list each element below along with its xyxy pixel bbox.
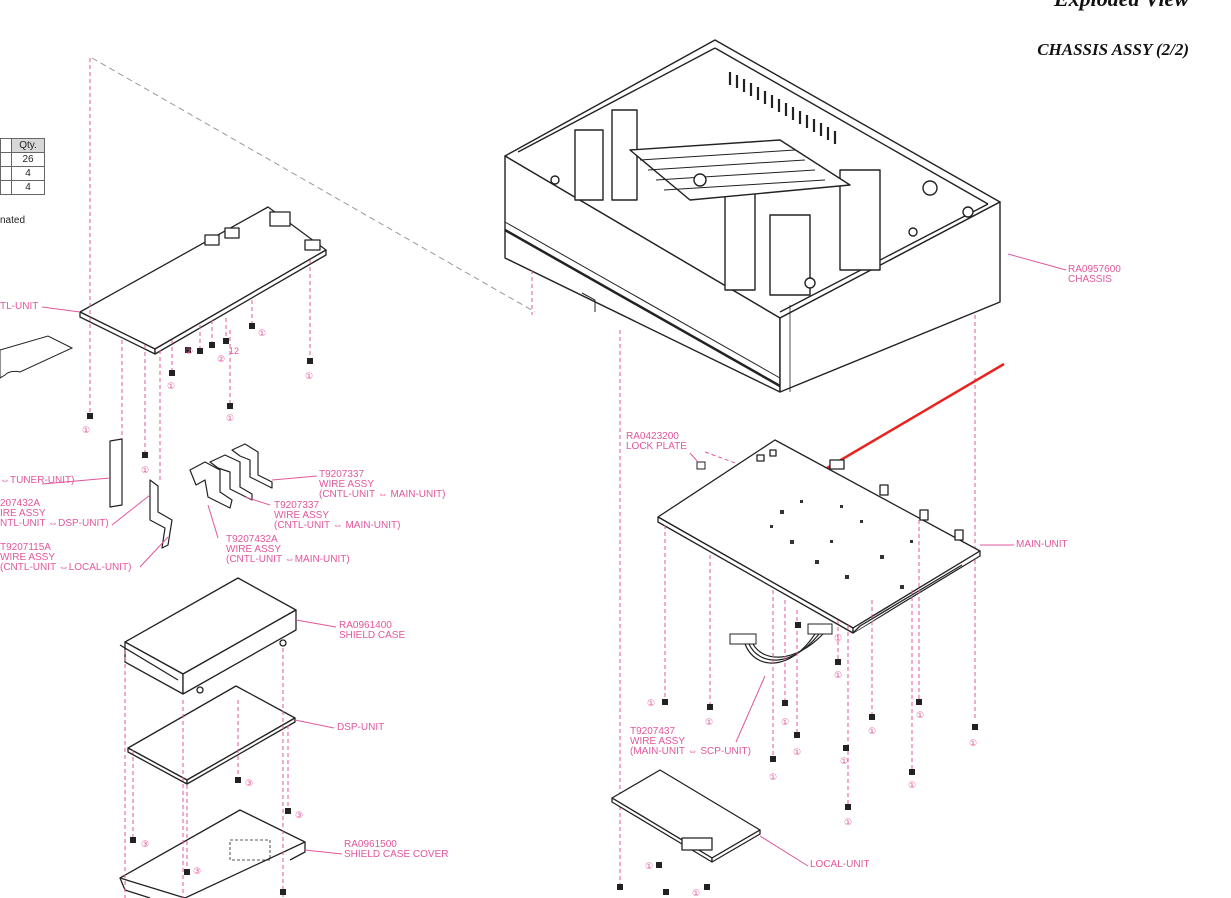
dsp-unit-label: DSP-UNIT bbox=[337, 722, 385, 733]
local-unit-label: LOCAL-UNIT bbox=[810, 859, 870, 870]
page-title: Exploded View bbox=[1054, 0, 1189, 12]
screw-ref: 12 bbox=[229, 346, 240, 356]
screw-ref: ③ bbox=[245, 778, 254, 788]
dsp-unit-part bbox=[127, 685, 296, 785]
lock-plate-label: RA0423200 LOCK PLATE bbox=[626, 431, 687, 452]
screw-ref: ① bbox=[705, 717, 714, 727]
screw-ref: ③ bbox=[295, 810, 304, 820]
screw-ref: ① bbox=[793, 747, 802, 757]
screw-ref: ① bbox=[840, 756, 849, 766]
screw-ref: ③ bbox=[193, 866, 202, 876]
main-unit-part bbox=[657, 439, 981, 634]
wire-assy-label-3: T9207432A WIRE ASSY (CNTL-UNIT ⇔MAIN-UNI… bbox=[226, 534, 350, 565]
wire-assy-label-5: T9207115A WIRE ASSY (CNTL-UNIT ⇔LOCAL-UN… bbox=[0, 542, 132, 573]
cntl-unit-label: TL-UNIT bbox=[0, 301, 39, 312]
chassis-label: RA0957600 CHASSIS bbox=[1068, 264, 1121, 285]
shield-case-label: RA0961400 SHIELD CASE bbox=[339, 620, 406, 641]
screw-ref: ① bbox=[258, 328, 267, 338]
screw-ref: ① bbox=[781, 717, 790, 727]
scp-wire-assy-part bbox=[729, 623, 833, 664]
screw-ref: ① bbox=[141, 465, 150, 475]
shield-case-cover-part bbox=[119, 809, 306, 898]
main-unit-label: MAIN-UNIT bbox=[1016, 539, 1068, 550]
lock-plate-part bbox=[689, 451, 761, 473]
table-note: nated bbox=[0, 215, 26, 226]
screw-ref: ① bbox=[868, 726, 877, 736]
wire-assy-label-2: T9207337 WIRE ASSY (CNTL-UNIT ⇔ MAIN-UNI… bbox=[274, 500, 401, 531]
scp-wire-assy-label: T9207437 WIRE ASSY (MAIN-UNIT ⇔ SCP-UNIT… bbox=[630, 726, 751, 757]
screw-ref: ① bbox=[969, 738, 978, 748]
screw-ref: ① bbox=[834, 633, 843, 643]
screw-ref: ② bbox=[217, 354, 226, 364]
qty-cell: 4 bbox=[11, 180, 45, 195]
screw-ref: ① bbox=[692, 888, 701, 898]
screw-ref: ① bbox=[305, 371, 314, 381]
screw-ref: ① bbox=[908, 780, 917, 790]
local-unit-part bbox=[611, 769, 761, 863]
screw-ref: ① bbox=[226, 413, 235, 423]
wire-assy-label-4: 207432A IRE ASSY NTL-UNIT ⇔DSP-UNIT) bbox=[0, 498, 109, 529]
tuner-unit-label: ⇔TUNER-UNIT) bbox=[0, 475, 75, 486]
screw-ref: ① bbox=[844, 817, 853, 827]
chassis-part bbox=[504, 39, 1001, 393]
screw-ref: ③ bbox=[141, 839, 150, 849]
screw-ref: ① bbox=[647, 698, 656, 708]
screw-ref: ② bbox=[185, 346, 194, 356]
wire-assy-parts bbox=[109, 438, 273, 549]
screw-ref: ① bbox=[167, 381, 176, 391]
screw-ref: ① bbox=[916, 710, 925, 720]
qty-header: Qty. bbox=[11, 138, 45, 153]
wire-assy-label-1: T9207337 WIRE ASSY (CNTL-UNIT ⇔ MAIN-UNI… bbox=[319, 469, 446, 500]
quantity-table: Qty. 26 4 4 bbox=[0, 138, 45, 195]
page-subtitle: CHASSIS ASSY (2/2) bbox=[1037, 40, 1189, 59]
screw-ref: ① bbox=[769, 772, 778, 782]
shield-case-cover-label: RA0961500 SHIELD CASE COVER bbox=[344, 839, 449, 860]
screw-ref: ① bbox=[834, 670, 843, 680]
cntl-unit-part bbox=[79, 206, 327, 355]
screw-ref: ① bbox=[645, 861, 654, 871]
shield-case-part bbox=[119, 577, 297, 695]
screw-ref: ① bbox=[82, 425, 91, 435]
